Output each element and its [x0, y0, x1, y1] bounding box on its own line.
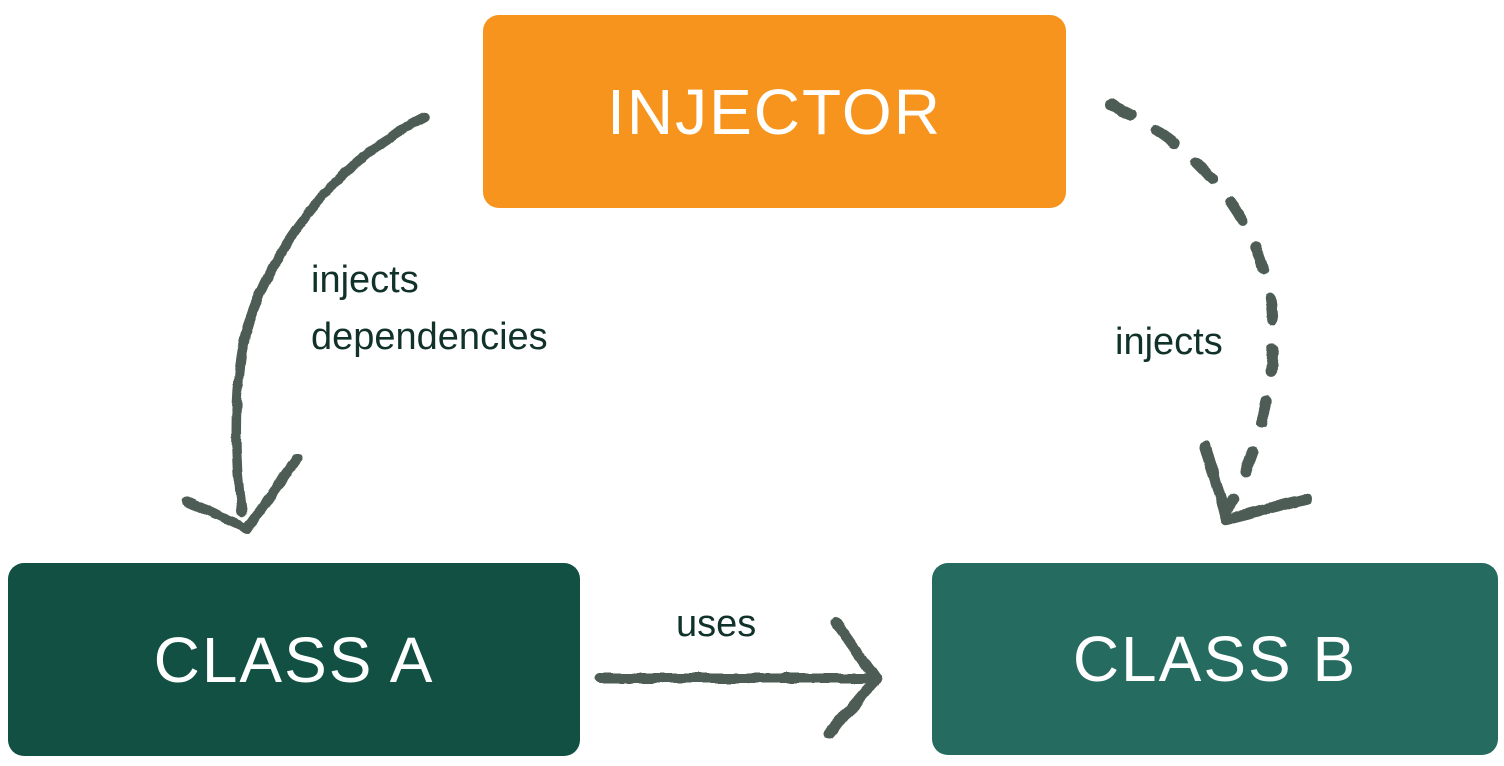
edge-label-line: dependencies [311, 316, 548, 358]
node-class-a: CLASS A [8, 563, 580, 756]
edge-label-injects: injects [1115, 321, 1223, 363]
edge-label-injects-dependencies: injects dependencies [311, 252, 548, 366]
edge-injector-classb-arrowhead-icon [1199, 441, 1312, 525]
node-class-b: CLASS B [932, 563, 1498, 755]
node-injector-label: INJECTOR [607, 75, 942, 148]
node-class-a-label: CLASS A [153, 623, 435, 696]
edge-label-line: injects [311, 259, 419, 301]
edge-label-uses: uses [676, 603, 757, 645]
edge-classa-classb-arrowhead-icon [823, 617, 882, 740]
edge-injector-classb-curve [1105, 99, 1279, 514]
node-class-b-label: CLASS B [1072, 623, 1358, 695]
edge-injector-classa-arrowhead-icon [181, 453, 302, 534]
node-injector: INJECTOR [483, 15, 1066, 208]
